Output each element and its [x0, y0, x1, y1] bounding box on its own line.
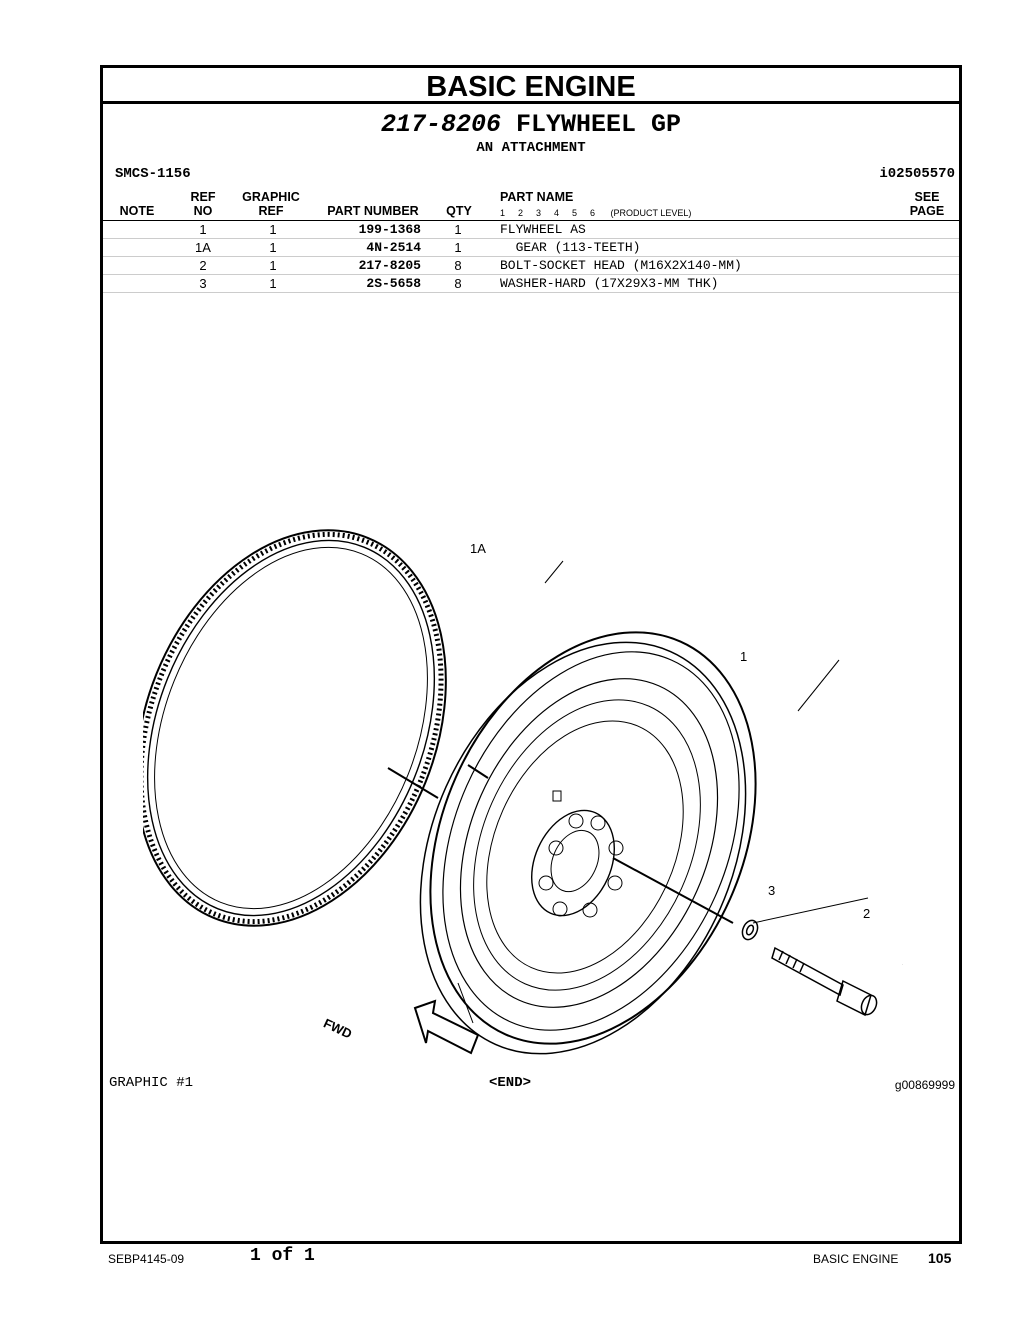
level-6: 6 [590, 208, 596, 218]
assembly-axis [387, 764, 734, 924]
col-part-number-header: PART NUMBER [327, 204, 419, 218]
part-name: BOLT-SOCKET HEAD (M16X2X140-MM) [500, 258, 742, 273]
end-marker: <END> [489, 1075, 532, 1091]
graphic-ref: 1 [269, 258, 277, 273]
level-1: 1 [500, 208, 506, 218]
qty: 8 [454, 276, 462, 291]
flywheel [419, 631, 757, 1055]
product-level-label: (PRODUCT LEVEL) [610, 208, 692, 218]
ref-no: 2 [199, 258, 207, 273]
qty: 1 [454, 222, 462, 237]
graphic-ref: 1 [269, 222, 277, 237]
washer [741, 919, 759, 941]
col-ref-header-bottom: NO [193, 204, 213, 218]
table-row: 1 1 199-1368 1 FLYWHEEL AS [103, 221, 959, 239]
part-number: 199-1368 [358, 222, 421, 237]
graphic-code: g00869999 [894, 1078, 955, 1092]
callout-label-2: 2 [863, 906, 871, 921]
qty: 1 [454, 240, 462, 255]
callout-label-3: 3 [768, 883, 776, 898]
level-5: 5 [572, 208, 578, 218]
section-title: BASIC ENGINE [103, 68, 959, 104]
col-part-name-header: PART NAME [500, 190, 574, 204]
document-number: SEBP4145-09 [108, 1252, 185, 1266]
forward-arrow-icon [413, 999, 480, 1055]
header-separator [103, 220, 959, 221]
level-3: 3 [536, 208, 542, 218]
col-note-header: NOTE [119, 204, 155, 218]
bolt [771, 946, 878, 1017]
group-subtitle: AN ATTACHMENT [476, 140, 586, 156]
callout-label-1: 1 [740, 649, 748, 664]
table-row: 1A 1 4N-2514 1 GEAR (113-TEETH) [103, 239, 959, 257]
graphic-label: GRAPHIC #1 [109, 1075, 194, 1091]
graphic-ref: 1 [269, 276, 277, 291]
exploded-view-drawing [143, 529, 903, 1055]
part-name: FLYWHEEL AS [500, 222, 586, 237]
ref-no: 1A [195, 240, 211, 255]
table-row: 2 1 217-8205 8 BOLT-SOCKET HEAD (M16X2X1… [103, 257, 959, 275]
col-qty-header: QTY [446, 204, 472, 218]
part-number: 2S-5658 [366, 276, 421, 291]
group-name: FLYWHEEL GP [516, 110, 682, 139]
group-title: 217-8206 FLYWHEEL GP [103, 110, 959, 139]
graphic-ref: 1 [269, 240, 277, 255]
col-graphic-header-top: GRAPHIC [242, 190, 300, 204]
table-row: 3 1 2S-5658 8 WASHER-HARD (17X29X3-MM TH… [103, 275, 959, 293]
col-see-header-top: SEE [914, 190, 940, 204]
col-ref-header-top: REF [190, 190, 216, 204]
document-ident: i02505570 [879, 166, 955, 182]
level-4: 4 [554, 208, 560, 218]
col-see-header-bottom: PAGE [909, 204, 945, 218]
smcs-code: SMCS-1156 [115, 166, 191, 182]
callout-label-1a: 1A [470, 541, 486, 556]
part-name: GEAR (113-TEETH) [500, 240, 641, 255]
col-graphic-header-bottom: REF [258, 204, 284, 218]
product-levels: 1 2 3 4 5 6 (PRODUCT LEVEL) [500, 208, 691, 218]
level-2: 2 [518, 208, 524, 218]
ref-no: 3 [199, 276, 207, 291]
part-number: 4N-2514 [366, 240, 421, 255]
callout-leaders [544, 560, 903, 965]
footer-section: BASIC ENGINE [813, 1252, 899, 1266]
page-of: 1 of 1 [250, 1246, 315, 1266]
part-number: 217-8205 [358, 258, 421, 273]
ref-no: 1 [199, 222, 207, 237]
ring-gear [143, 529, 447, 927]
page-number: 105 [928, 1250, 952, 1266]
qty: 8 [454, 258, 462, 273]
group-number: 217-8206 [380, 110, 501, 139]
part-name: WASHER-HARD (17X29X3-MM THK) [500, 276, 719, 291]
page-frame: BASIC ENGINE 217-8206 FLYWHEEL GP AN ATT… [100, 65, 962, 1244]
